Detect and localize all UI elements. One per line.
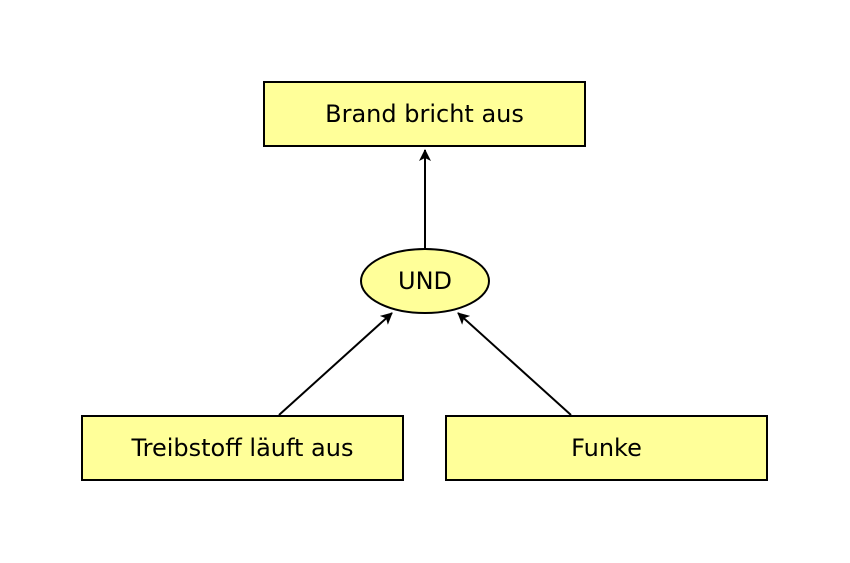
fuel-leak-node: Treibstoff läuft aus: [81, 415, 404, 481]
spark-box: [445, 415, 768, 481]
top-event-box: [263, 81, 586, 147]
and-gate-node: UND: [360, 248, 490, 314]
top-event-node: Brand bricht aus: [263, 81, 586, 147]
fuel-leak-box: [81, 415, 404, 481]
and-gate-label: UND: [398, 267, 452, 295]
fuel-leak-label: Treibstoff läuft aus: [131, 434, 354, 462]
spark-node: Funke: [445, 415, 768, 481]
top-event-label: Brand bricht aus: [325, 100, 524, 128]
edge-fuel-to-and: [278, 312, 393, 416]
spark-label: Funke: [571, 434, 642, 462]
edge-spark-to-and: [457, 312, 572, 416]
and-gate-ellipse: [360, 248, 490, 314]
